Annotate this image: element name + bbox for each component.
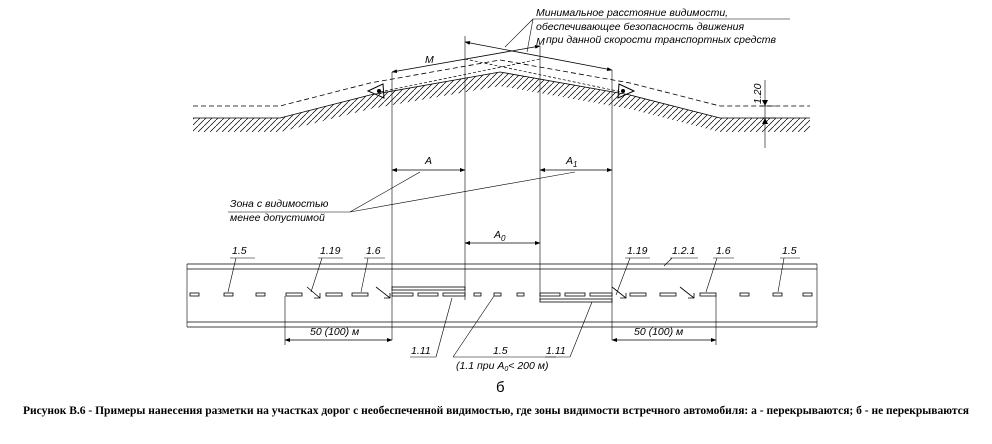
arrow-1-19-icon xyxy=(306,286,321,299)
centerline-dashes xyxy=(189,292,813,297)
eye-height-label: 1.20 xyxy=(752,83,764,104)
sight-level-line xyxy=(193,59,810,107)
mark-1-5-left: 1.5 xyxy=(232,245,247,257)
mark-1-2-1: 1.2.1 xyxy=(672,245,695,257)
sight-note-line-3: при данной скорости транспортных средств xyxy=(546,34,776,46)
mark-1-11-left: 1.11 xyxy=(411,345,431,357)
mark-callouts: 1.5 1.19 1.6 1.19 1.2.1 1.6 1.5 xyxy=(227,245,800,296)
m-dimension-right xyxy=(464,41,613,71)
arrow-1-19-icon xyxy=(375,286,391,299)
zone-note-line-1: Зона с видимостью xyxy=(230,198,329,210)
mark-1-19-left: 1.19 xyxy=(320,245,341,257)
bottom-dimensions: 50 (100) м 50 (100) м 1.11 1.5 (1.1 при … xyxy=(284,295,717,396)
zone-dimensions: A A1 A0 Зона с видимостью менее допустим… xyxy=(228,155,613,245)
road-plan xyxy=(186,263,818,328)
mark-1-5-middle: 1.5 xyxy=(493,345,508,357)
arrow-1-19-icon xyxy=(679,286,695,299)
panel-letter: б xyxy=(496,379,505,396)
sight-note-leader xyxy=(504,18,534,48)
arrow-1-19-icon xyxy=(611,286,627,299)
sight-note-line-2: обеспечивающее безопасность движения xyxy=(536,21,744,33)
m-label-right: M xyxy=(536,36,545,48)
m-label-left: M xyxy=(425,54,434,66)
m-dimension-left xyxy=(391,44,541,74)
distance-label-left: 50 (100) м xyxy=(310,326,359,338)
mark-1-5-right: 1.5 xyxy=(782,245,797,257)
double-line-left xyxy=(391,286,466,297)
ground-hatching xyxy=(193,72,810,132)
double-line-right xyxy=(539,292,613,303)
zone-a0-label: A0 xyxy=(493,229,506,243)
mark-1-5-condition: (1.1 при A0< 200 м) xyxy=(456,360,548,373)
road-profile: M M Минимальное расстояние видимости, об… xyxy=(193,7,810,148)
eye-icon xyxy=(366,83,385,99)
sight-note-leader xyxy=(526,18,534,53)
mark-1-6-right: 1.6 xyxy=(716,245,731,257)
eye-icon xyxy=(617,83,636,99)
mark-1-19-right: 1.19 xyxy=(627,245,648,257)
mark-1-6-left: 1.6 xyxy=(366,245,381,257)
zone-note-line-2: менее допустимой xyxy=(230,212,325,224)
figure-caption: Рисунок В.6 - Примеры нанесения разметки… xyxy=(23,405,969,417)
zone-a-label: A xyxy=(424,155,432,167)
mark-1-11-right: 1.11 xyxy=(546,345,566,357)
distance-label-right: 50 (100) м xyxy=(634,326,683,338)
zone-a1-label: A1 xyxy=(565,155,577,169)
sight-note-line-1: Минимальное расстояние видимости, xyxy=(536,7,728,19)
